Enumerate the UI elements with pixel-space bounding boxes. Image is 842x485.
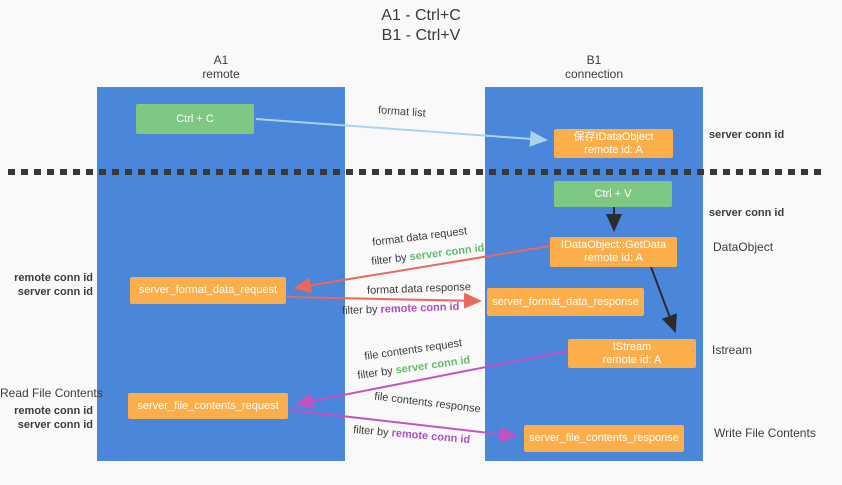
left-label-server-conn-id-1: server conn id [17, 286, 93, 298]
title-line-2: B1 - Ctrl+V [381, 27, 461, 44]
right-label-dataobject: DataObject [713, 240, 774, 254]
arrow-file-contents-request [295, 350, 569, 409]
node-istream-line2: remote id: A [602, 353, 662, 366]
filter-by-text: filter by [341, 303, 381, 318]
left-label-server-conn-id-2: server conn id [17, 419, 93, 431]
lane-b1-id: B1 [586, 53, 602, 67]
lane-a1-name: remote [202, 67, 240, 81]
node-server-file-contents-request: server_file_contents_request [128, 393, 288, 419]
arrow-getdata-to-istream [650, 266, 677, 333]
node-server-format-data-response: server_format_data_response [487, 288, 644, 316]
left-label-read-file-contents: Read File Contents [0, 386, 103, 400]
lane-header-b1: B1 connection [485, 53, 703, 81]
diagram-title: A1 - Ctrl+C B1 - Ctrl+V [0, 6, 842, 46]
title-line-1: A1 - Ctrl+C [381, 7, 461, 24]
arrow-format-data-request [293, 245, 551, 294]
right-label-server-conn-id-top: server conn id [709, 129, 785, 141]
left-label-remote-conn-id-2: remote conn id [14, 405, 93, 417]
arrow-file-contents-response [288, 409, 518, 443]
node-server-file-contents-response-label: server_file_contents_response [529, 432, 679, 444]
right-label-istream: Istream [712, 343, 753, 357]
lane-a1-id: A1 [213, 53, 229, 67]
node-idataobject-getdata-line2: remote id: A [584, 252, 643, 264]
lane-b1-name: connection [564, 67, 624, 81]
node-server-file-contents-response: server_file_contents_response [524, 425, 684, 452]
arrow-format-data-response [286, 292, 482, 309]
lane-header-a1: A1 remote [97, 53, 345, 81]
node-server-format-data-request: server_format_data_request [130, 277, 286, 304]
node-ctrl-v: Ctrl + V [554, 181, 672, 207]
node-istream-line1: IStream [612, 340, 652, 353]
node-save-idataobject: 保存IDataObject remote id: A [554, 129, 673, 158]
right-label-server-conn-id-mid: server conn id [709, 207, 785, 219]
node-ctrl-v-label: Ctrl + V [594, 187, 632, 200]
node-server-format-data-request-label: server_format_data_request [138, 284, 278, 296]
node-istream: IStream remote id: A [568, 339, 696, 368]
node-ctrl-c: Ctrl + C [136, 104, 254, 134]
node-server-format-data-response-label: server_format_data_response [492, 295, 639, 308]
node-save-idataobject-line1: 保存IDataObject [573, 130, 654, 143]
right-label-write-file-contents: Write File Contents [714, 426, 816, 440]
left-label-remote-conn-id-1: remote conn id [14, 272, 93, 284]
node-ctrl-c-label: Ctrl + C [176, 112, 214, 125]
arrow-format-list [255, 118, 548, 147]
node-idataobject-getdata-line1: IDataObject::GetData [560, 239, 667, 251]
node-save-idataobject-line2: remote id: A [584, 143, 643, 156]
node-idataobject-getdata: IDataObject::GetData remote id: A [550, 237, 677, 267]
session-divider-dotted-line [8, 169, 826, 175]
node-server-file-contents-request-label: server_file_contents_request [137, 399, 279, 412]
